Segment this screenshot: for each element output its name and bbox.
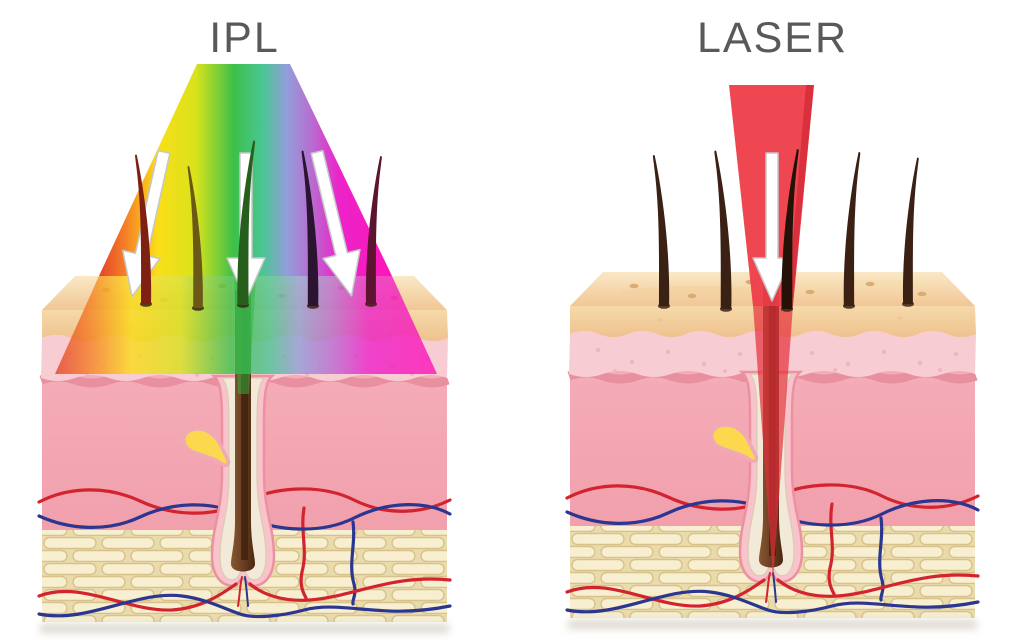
laser-beam-edge-shade bbox=[788, 85, 814, 298]
ipl-panel bbox=[39, 64, 450, 633]
ipl-title: IPL bbox=[209, 14, 280, 62]
laser-panel bbox=[567, 85, 978, 629]
laser-title: LASER bbox=[696, 14, 848, 62]
laser-beam-subsurface bbox=[753, 305, 793, 580]
